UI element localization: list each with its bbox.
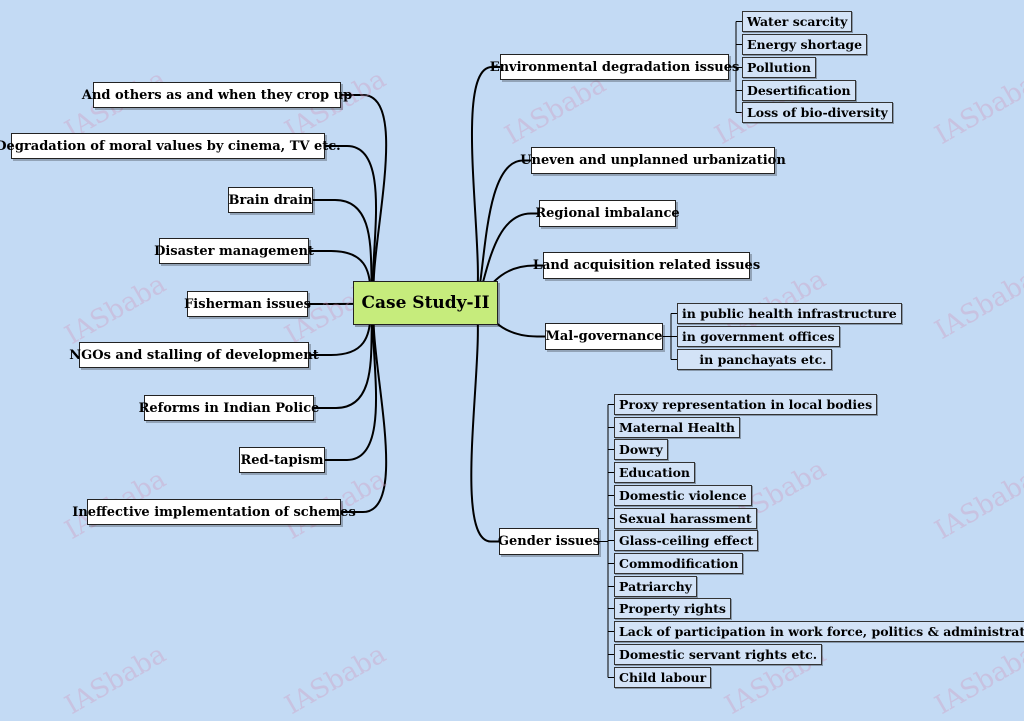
left-topic-red-tapism[interactable]: Red-tapism: [239, 447, 325, 473]
right-topic-regional-imbalance[interactable]: Regional imbalance: [535, 200, 680, 227]
left-topic-disaster-management[interactable]: Disaster management: [154, 238, 314, 264]
left-topic-others[interactable]: And others as and when they crop up: [82, 82, 352, 108]
leaf-energy-shortage[interactable]: Energy shortage: [742, 34, 868, 55]
leaf-glass-ceiling[interactable]: Glass-ceiling effect: [614, 530, 759, 551]
leaf-commodification[interactable]: Commodification: [614, 553, 744, 574]
leaf-maternal-health[interactable]: Maternal Health: [614, 417, 741, 438]
leaf-desertification[interactable]: Desertification: [742, 80, 856, 101]
left-topic-moral-values[interactable]: Degradation of moral values by cinema, T…: [0, 133, 341, 159]
connector-left-topic-others: [341, 94, 388, 304]
central-topic[interactable]: Case Study-II: [353, 281, 498, 325]
right-topic-urbanization[interactable]: Uneven and unplanned urbanization: [520, 147, 786, 174]
leaf-domestic-violence[interactable]: Domestic violence: [614, 485, 752, 506]
leaf-domestic-servant[interactable]: Domestic servant rights etc.: [614, 644, 823, 665]
leaf-work-force-participation[interactable]: Lack of participation in work force, pol…: [614, 621, 1024, 642]
left-topic-fisherman[interactable]: Fisherman issues: [184, 291, 311, 317]
leaf-government-offices[interactable]: in government offices: [677, 326, 840, 347]
leaf-biodiversity[interactable]: Loss of bio-diversity: [742, 102, 893, 123]
right-topic-environment[interactable]: Environmental degradation issues: [490, 54, 739, 80]
right-topic-land-acquisition[interactable]: Land acquisition related issues: [533, 252, 760, 279]
right-topic-gender-issues[interactable]: Gender issues: [498, 528, 600, 555]
leaf-sexual-harassment[interactable]: Sexual harassment: [614, 508, 757, 529]
connector-right-topic-environment: [470, 66, 500, 304]
leaf-public-health[interactable]: in public health infrastructure: [677, 303, 902, 324]
left-topic-brain-drain[interactable]: Brain drain: [228, 187, 313, 213]
mindmap-canvas: IASbaba IASbaba IASbaba IASbaba IASbaba …: [0, 11, 1024, 721]
connector-right-topic-gender-issues: [470, 302, 499, 543]
leaf-patriarchy[interactable]: Patriarchy: [614, 576, 697, 597]
leaf-child-labour[interactable]: Child labour: [614, 667, 712, 688]
leaf-dowry[interactable]: Dowry: [614, 439, 668, 460]
leaf-panchayats[interactable]: in panchayats etc.: [677, 349, 832, 370]
connector-left-topic-implementation: [341, 302, 388, 513]
right-topic-mal-governance[interactable]: Mal-governance: [545, 323, 663, 350]
leaf-water-scarcity[interactable]: Water scarcity: [742, 11, 853, 32]
left-topic-police[interactable]: Reforms in Indian Police: [139, 395, 319, 421]
left-topic-ngos[interactable]: NGOs and stalling of development: [69, 342, 319, 368]
leaf-proxy-representation[interactable]: Proxy representation in local bodies: [614, 394, 878, 415]
leaf-education[interactable]: Education: [614, 462, 696, 483]
left-topic-implementation[interactable]: Ineffective implementation of schemes: [72, 499, 356, 525]
leaf-pollution[interactable]: Pollution: [742, 57, 816, 78]
leaf-property-rights[interactable]: Property rights: [614, 598, 731, 619]
